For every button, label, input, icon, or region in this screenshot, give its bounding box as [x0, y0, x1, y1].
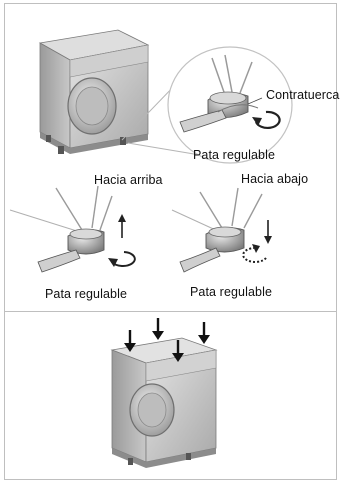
zoom-leader-line	[127, 142, 201, 156]
adjustable-foot-label-top: Pata regulable	[193, 148, 276, 162]
foot-detail-up	[9, 185, 136, 273]
section-divider	[4, 311, 337, 312]
foot-detail-zoomed	[179, 54, 281, 133]
washer-top	[38, 29, 150, 154]
level-arrows	[124, 318, 210, 362]
lock-nut-pointer	[247, 97, 263, 105]
foot-detail-down	[171, 187, 272, 273]
adjustable-foot-label-right: Pata regulable	[190, 285, 273, 299]
adjustable-foot-label-left: Pata regulable	[45, 287, 128, 301]
up-label: Hacia arriba	[94, 173, 163, 187]
washer-bottom	[110, 337, 218, 468]
lock-nut-label: Contratuerca	[266, 88, 340, 102]
down-label: Hacia abajo	[241, 172, 309, 186]
zoom-leader-line	[121, 81, 179, 141]
